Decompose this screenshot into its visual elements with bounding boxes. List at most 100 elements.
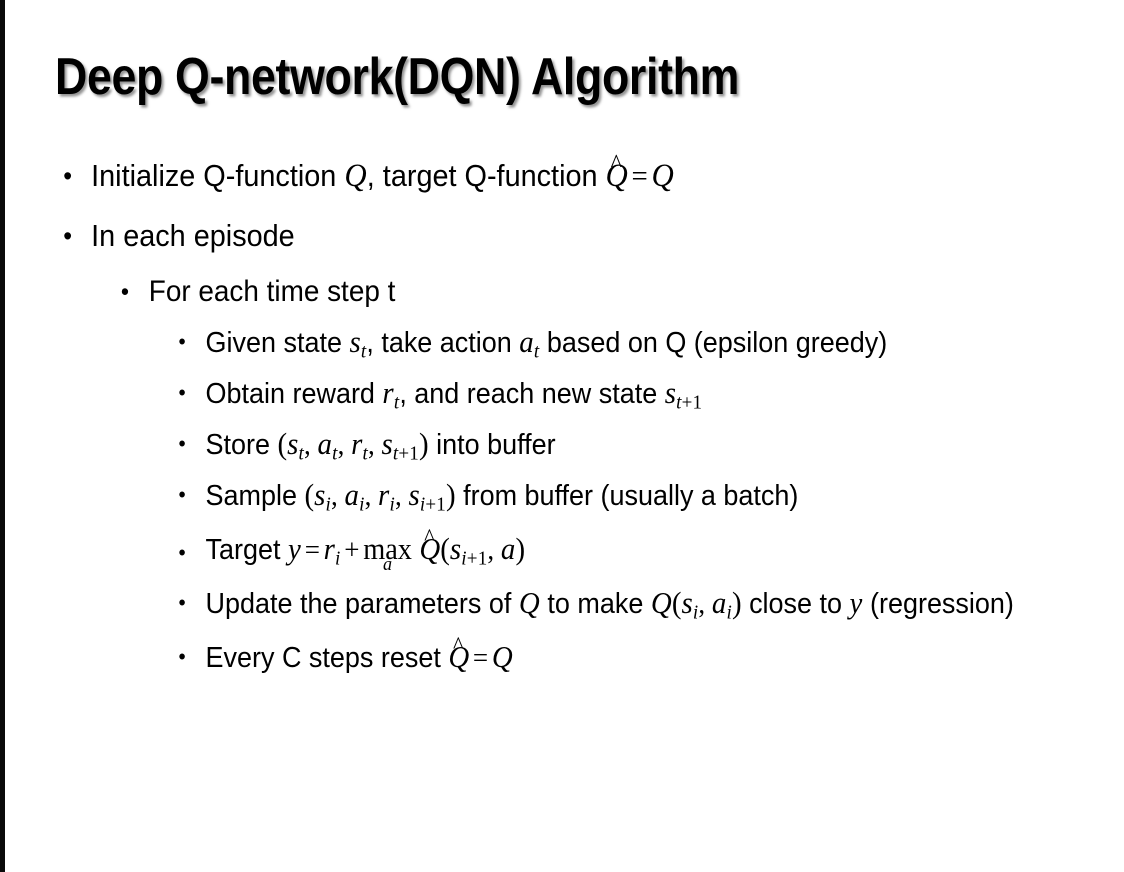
- r-subscript: t: [393, 391, 400, 414]
- sub-var: t: [676, 391, 682, 414]
- r-base: r: [382, 375, 394, 410]
- text-run: Target: [205, 534, 288, 566]
- a-base: a: [711, 585, 727, 620]
- text-run: (regression): [862, 588, 1014, 620]
- bullet-in-each-episode: • In each episode: [0, 206, 1045, 266]
- r-subscript: i: [335, 547, 341, 570]
- r-base: r: [378, 477, 390, 512]
- bullet-update-parameters-text: Update the parameters of Q to make Q(si,…: [206, 579, 1090, 628]
- s-base: s: [287, 426, 299, 461]
- bullet-obtain-reward: • Obtain reward rt, and reach new state …: [0, 369, 1045, 418]
- math-r: rt: [351, 426, 368, 464]
- bullet-for-each-time-step-text: For each time step t: [148, 275, 396, 308]
- bullet-marker: •: [178, 644, 186, 669]
- a-subscript: i: [726, 601, 732, 624]
- paren-close: ): [418, 426, 429, 461]
- comma: ,: [487, 534, 501, 566]
- s-base: s: [664, 375, 677, 410]
- bullet-update-parameters: • Update the parameters of Q to make Q(s…: [0, 579, 1089, 628]
- a-subscript: i: [359, 493, 365, 516]
- q-base: Q: [448, 639, 470, 674]
- text-run: , and reach new state: [399, 378, 665, 410]
- bullet-reset-target-text: Every C steps reset ^Q=Q: [206, 630, 1046, 685]
- text-run: Sample: [205, 480, 305, 512]
- s-subscript: i+1: [461, 547, 487, 569]
- math-q: Q: [491, 639, 513, 674]
- math-y: y: [287, 531, 301, 566]
- comma: ,: [394, 480, 409, 512]
- math-s-next: si+1: [408, 477, 446, 516]
- comma: ,: [364, 480, 379, 512]
- max-underscript: a: [383, 553, 393, 575]
- hat-accent: ^: [453, 631, 464, 659]
- slide-title: Deep Q-network(DQN) Algorithm: [55, 48, 740, 106]
- bullet-given-state-text: Given state st, take action at based on …: [206, 318, 1043, 367]
- r-base: r: [351, 426, 363, 461]
- paren-open: (: [440, 531, 450, 566]
- text-run: Obtain reward: [205, 378, 383, 410]
- math-plus: +: [344, 534, 360, 566]
- math-r: rt: [382, 375, 400, 414]
- math-a: a: [500, 531, 516, 566]
- math-s: si: [314, 477, 331, 516]
- text-run: close to: [741, 588, 850, 620]
- math-q-hat: ^Q: [448, 630, 469, 684]
- bullet-marker: •: [178, 329, 186, 354]
- math-q: Q: [518, 585, 540, 620]
- r-base: r: [323, 531, 336, 566]
- a-base: a: [519, 324, 534, 359]
- math-q2: Q: [651, 157, 674, 194]
- math-q-hat: ^Q: [419, 520, 440, 578]
- math-q-hat: ^Q: [606, 146, 628, 206]
- bullet-sample: • Sample (si, ai, ri, si+1) from buffer …: [0, 471, 1045, 520]
- max-label: max: [363, 532, 412, 566]
- s-subscript: i: [325, 493, 331, 516]
- text-run: based on Q (epsilon greedy): [539, 327, 888, 359]
- math-a: ai: [711, 585, 732, 624]
- bullet-obtain-reward-text: Obtain reward rt, and reach new state st…: [206, 369, 1046, 418]
- a-base: a: [344, 477, 360, 512]
- s-base: s: [681, 585, 693, 620]
- text-run: Update the parameters of: [205, 588, 519, 620]
- bullet-given-state: • Given state st, take action at based o…: [0, 318, 1043, 367]
- math-s-next: st+1: [664, 375, 703, 414]
- sub-offset: +1: [398, 442, 419, 465]
- math-r: ri: [323, 531, 341, 570]
- bullet-reset-target: • Every C steps reset ^Q=Q: [0, 630, 1045, 685]
- s-base: s: [408, 477, 420, 512]
- bullet-store: • Store (st, at, rt, st+1) into buffer: [0, 420, 1045, 469]
- math-equals: =: [472, 642, 489, 674]
- bullet-in-each-episode-text: In each episode: [91, 218, 295, 253]
- hat-accent: ^: [424, 523, 435, 551]
- bullet-marker: •: [63, 161, 73, 191]
- sub-var: t: [392, 442, 399, 465]
- a-subscript: t: [332, 442, 338, 465]
- s-base: s: [381, 426, 393, 461]
- math-q2: Q: [650, 585, 672, 620]
- comma: ,: [367, 429, 382, 461]
- bullet-sample-text: Sample (si, ai, ri, si+1) from buffer (u…: [206, 471, 1046, 520]
- s-base: s: [449, 531, 462, 566]
- text-run: into buffer: [428, 429, 556, 461]
- math-equals: =: [304, 534, 320, 566]
- text-run: Initialize Q-function: [91, 158, 345, 193]
- s-base: s: [314, 477, 326, 512]
- paren-close: ): [445, 477, 456, 512]
- q-base: Q: [419, 531, 441, 566]
- text-run: from buffer (usually a batch): [455, 480, 799, 512]
- sub-offset: +1: [425, 493, 446, 516]
- hat-accent: ^: [610, 149, 622, 179]
- sub-var: i: [461, 547, 467, 570]
- math-s: st: [349, 324, 367, 363]
- bullet-initialize-text: Initialize Q-function Q, target Q-functi…: [91, 146, 1045, 206]
- s-subscript: t: [360, 340, 367, 363]
- text-run: Store: [205, 429, 278, 461]
- math-equals: =: [631, 158, 648, 193]
- comma: ,: [337, 429, 352, 461]
- bullet-store-text: Store (st, at, rt, st+1) into buffer: [206, 420, 1046, 469]
- paren-open: (: [277, 426, 288, 461]
- text-run: Given state: [205, 327, 350, 359]
